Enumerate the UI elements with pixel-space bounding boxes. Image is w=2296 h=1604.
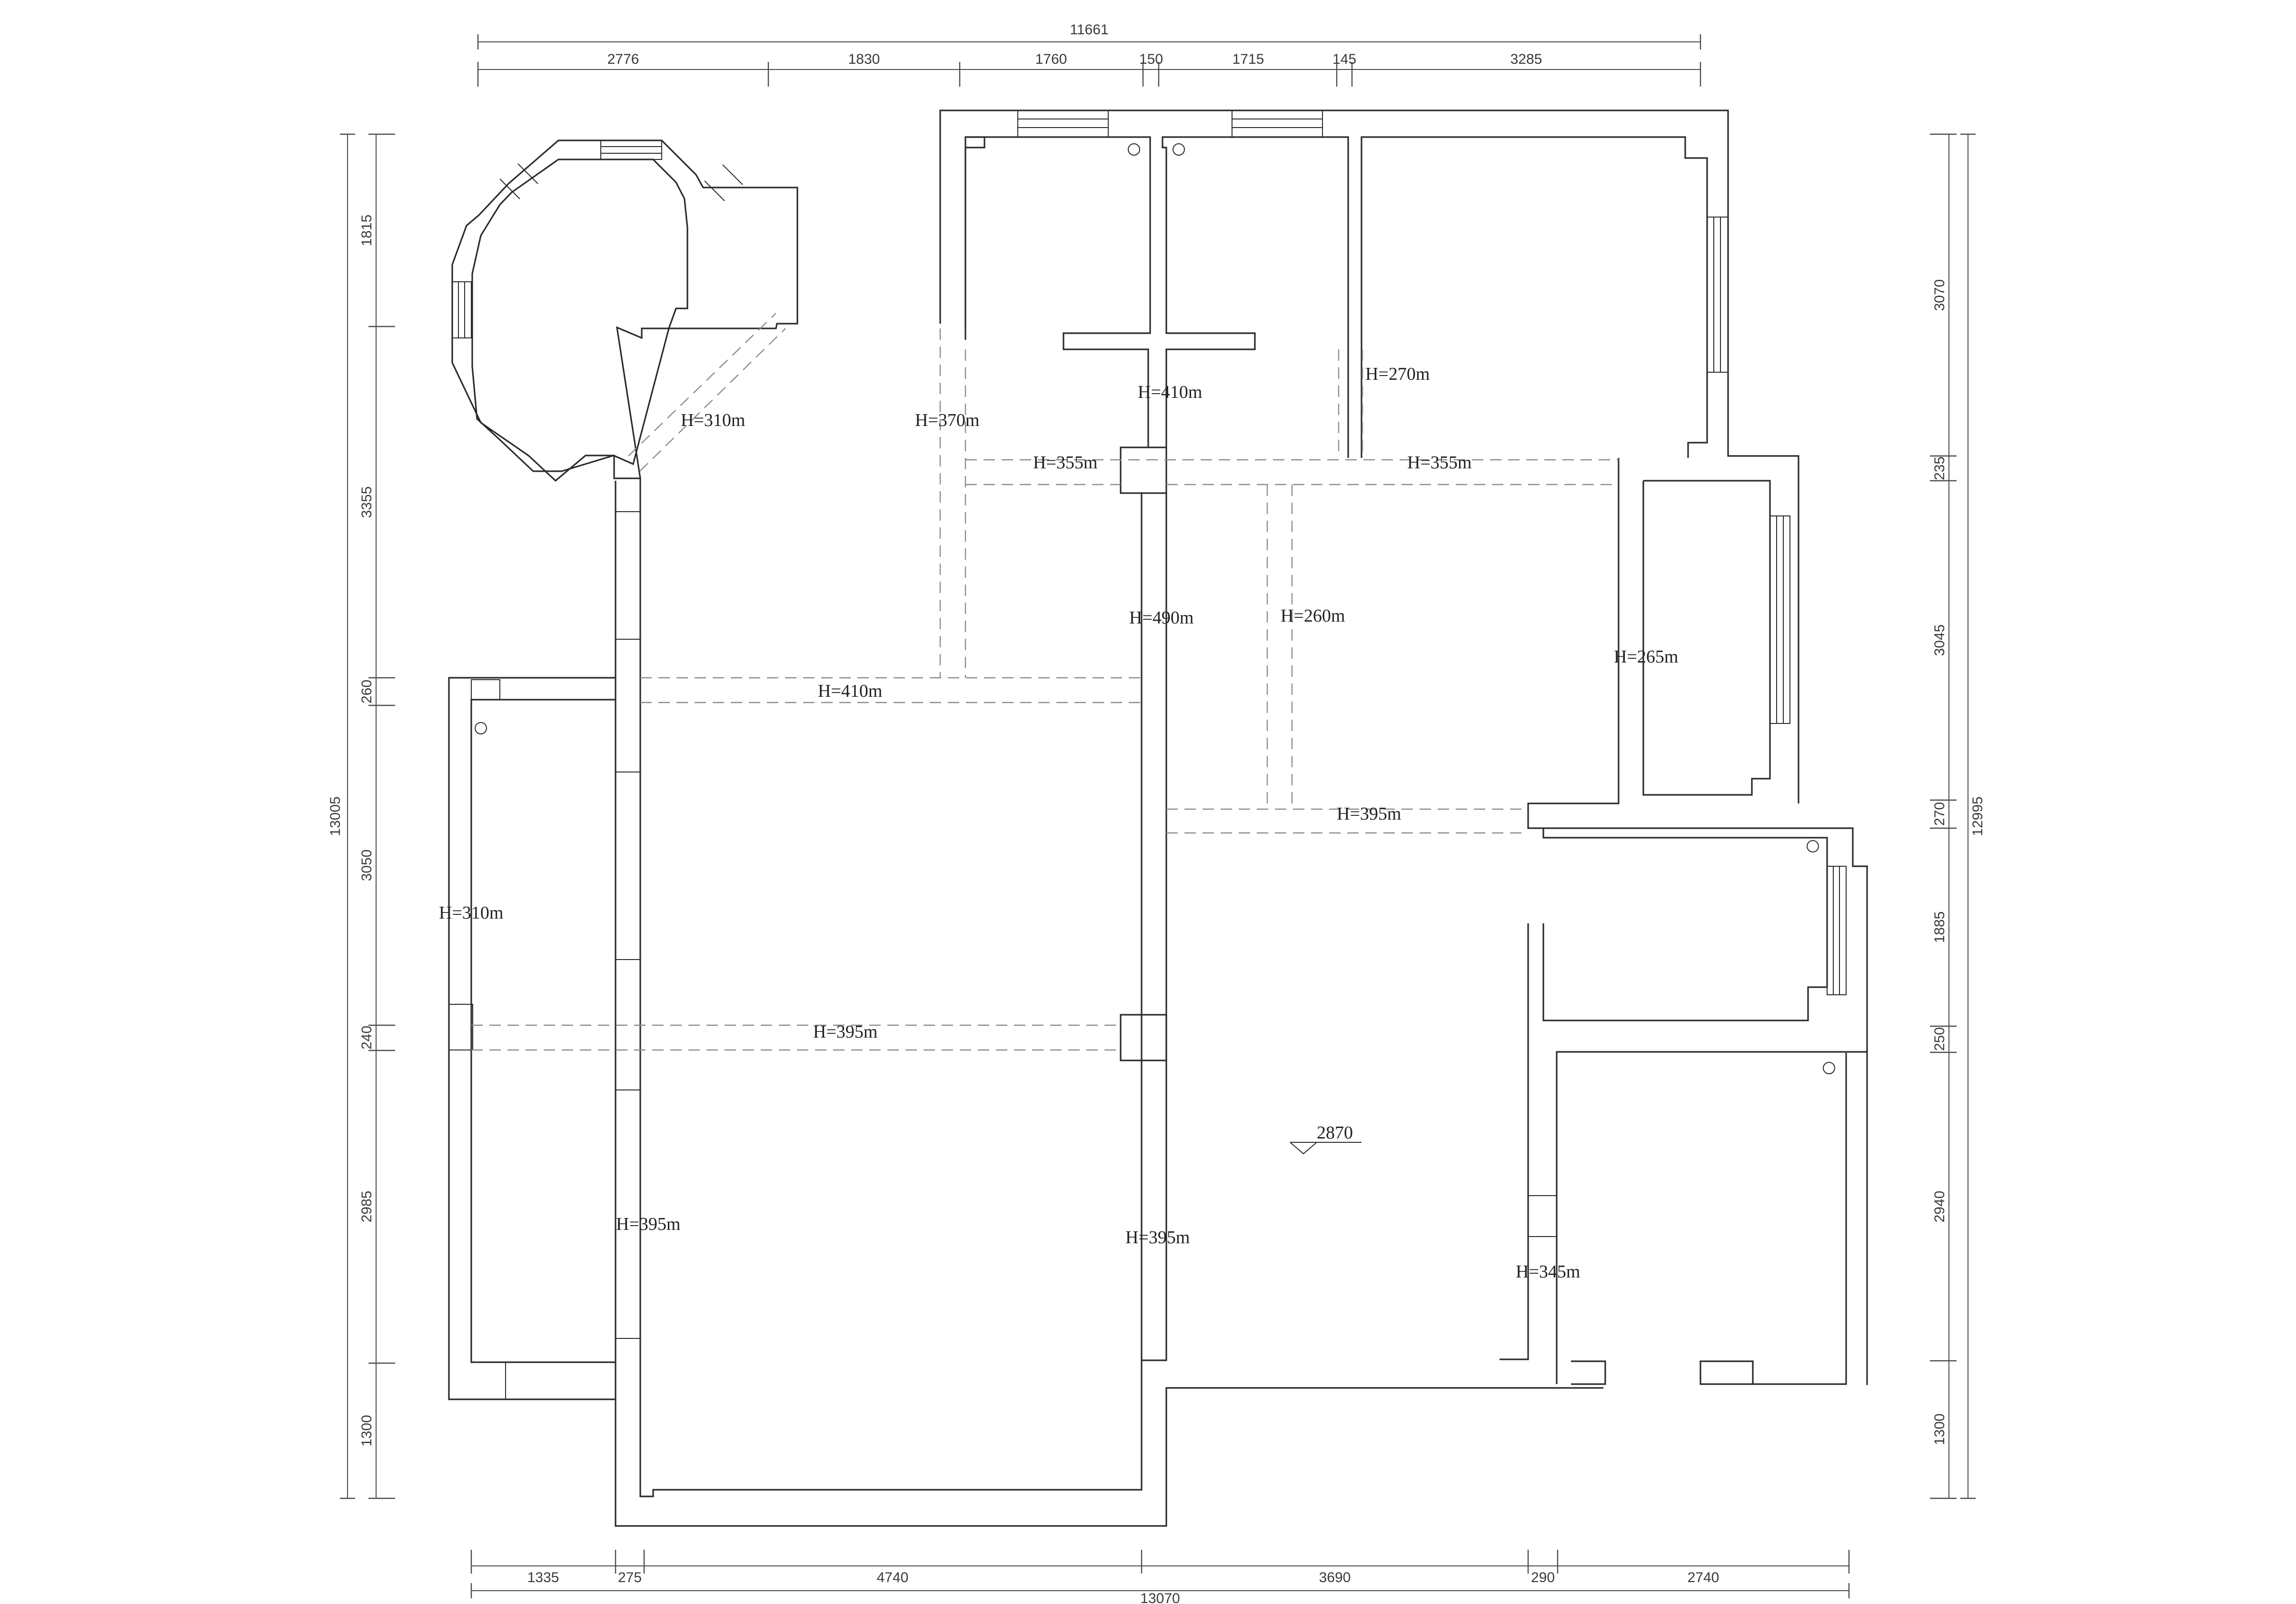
beams — [471, 313, 1619, 1051]
octagon-bay-room — [451, 139, 798, 482]
beam-label-hall-top-left: H=355m — [1033, 453, 1097, 473]
column — [1120, 446, 1167, 494]
top-dimension-6: 145 — [1332, 51, 1356, 67]
bottom-dimension-5: 290 — [1531, 1570, 1555, 1585]
beam-label-balcony: H=310m — [439, 903, 503, 923]
top-dimension-7: 3285 — [1511, 51, 1542, 67]
right-rooms — [1500, 458, 1868, 1385]
fixture-icon — [1173, 143, 1185, 156]
fixture-icon — [1128, 143, 1140, 156]
right-dimension-8: 1300 — [1932, 1414, 1948, 1446]
right-dimensions: 3070 235 3045 270 1885 250 2940 1300 129… — [1930, 133, 1986, 1499]
left-balcony — [448, 677, 616, 1400]
right-dimension-6: 250 — [1932, 1027, 1948, 1051]
left-dimension-6: 2985 — [359, 1191, 375, 1223]
left-dimension-2: 3355 — [359, 486, 375, 518]
bottom-dimension-3: 4740 — [877, 1570, 909, 1585]
ceiling-height-label: 2870 — [1317, 1123, 1353, 1143]
left-dimension-7: 1300 — [359, 1415, 375, 1447]
beam-label-spine-upper: H=490m — [1129, 608, 1193, 628]
beam-label-octagon: H=310m — [681, 410, 745, 430]
fixture-icon — [1823, 1062, 1835, 1074]
beam-label-right-hall: H=345m — [1516, 1262, 1580, 1282]
beam-label-left-corridor: H=370m — [915, 410, 979, 430]
bottom-dimension-1: 1335 — [527, 1570, 559, 1585]
beam-label-living-mid: H=395m — [813, 1022, 877, 1042]
beam-label-bedroom-wall: H=410m — [1138, 382, 1202, 402]
ceiling-height-marker: 2870 — [1290, 1123, 1362, 1155]
top-overall-dimension: 11661 — [1070, 22, 1108, 38]
right-dimension-4: 270 — [1932, 802, 1948, 826]
beam-label-left-wall: H=395m — [616, 1214, 680, 1234]
right-overall-dimension: 12995 — [1970, 796, 1986, 836]
right-dimension-3: 3045 — [1932, 624, 1948, 656]
left-dimension-3: 260 — [359, 680, 375, 703]
beam-label-spine-lower: H=395m — [1125, 1228, 1190, 1248]
top-dimension-1: 2776 — [607, 51, 639, 67]
left-dimension-1: 1815 — [359, 215, 375, 247]
beam-label-lower-right: H=395m — [1337, 804, 1401, 824]
fixture-icon — [475, 722, 487, 734]
left-dimensions: 13005 1815 3355 260 3050 240 2985 1300 — [328, 133, 395, 1499]
beam-label-right-room: H=265m — [1614, 647, 1678, 667]
column — [1120, 1014, 1167, 1061]
top-bedrooms — [939, 109, 1799, 803]
right-dimension-5: 1885 — [1932, 911, 1948, 943]
fixture-icon — [1807, 840, 1819, 852]
top-dimension-4: 150 — [1139, 51, 1163, 67]
top-dimension-5: 1715 — [1232, 51, 1264, 67]
bottom-dimension-2: 275 — [618, 1570, 642, 1585]
bottom-dimension-6: 2740 — [1688, 1570, 1720, 1585]
beam-label-hall-top-right: H=355m — [1407, 453, 1471, 473]
top-dimension-2: 1830 — [848, 51, 880, 67]
left-overall-dimension: 13005 — [328, 796, 343, 836]
right-dimension-1: 3070 — [1932, 279, 1948, 311]
right-dimension-7: 2940 — [1932, 1191, 1948, 1223]
top-dimension-3: 1760 — [1035, 51, 1067, 67]
bottom-overall-dimension: 13070 — [1140, 1591, 1180, 1604]
bottom-dimensions: 1335 275 4740 3690 290 2740 13070 — [470, 1550, 1850, 1604]
beam-labels: H=310m H=370m H=410m H=270m H=355m H=355… — [439, 364, 1678, 1282]
beam-label-living-top: H=410m — [818, 681, 882, 701]
top-dimensions: 11661 2776 1830 1760 150 1715 145 3285 — [477, 22, 1701, 87]
bottom-dimension-4: 3690 — [1319, 1570, 1351, 1585]
beam-label-center: H=260m — [1281, 606, 1345, 626]
beam-label-right-bedroom: H=270m — [1365, 364, 1430, 384]
left-dimension-5: 240 — [359, 1026, 375, 1050]
main-hall — [615, 478, 1603, 1527]
right-dimension-2: 235 — [1932, 456, 1948, 480]
left-dimension-4: 3050 — [359, 850, 375, 881]
